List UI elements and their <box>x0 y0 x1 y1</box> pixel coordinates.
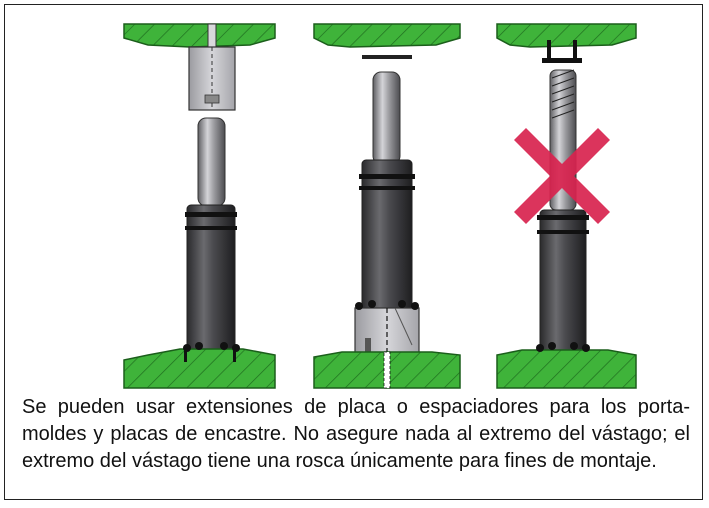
no-cross-icon <box>513 127 611 225</box>
bottom-plate-left <box>123 348 276 389</box>
bottom-plate-right <box>496 349 637 389</box>
top-plate-left <box>123 23 276 48</box>
base-fixing-screws-right <box>536 342 590 352</box>
cylinder-body-middle <box>361 159 413 311</box>
figure-caption: Se pueden usar extensiones de placa o es… <box>22 396 690 472</box>
assembly-middle <box>313 23 461 389</box>
base-fixing-screws-left <box>183 342 240 362</box>
assembly-left <box>123 23 276 389</box>
top-plate-right <box>496 23 637 48</box>
piston-rod-left <box>197 117 226 207</box>
rod-end-fixing-screws-right <box>542 40 582 63</box>
top-plate-middle <box>313 23 461 48</box>
spacer-fixing-screws-middle <box>355 300 419 310</box>
rod-thread <box>551 69 575 119</box>
assembly-right <box>496 23 637 389</box>
piston-rod-middle <box>372 71 401 165</box>
